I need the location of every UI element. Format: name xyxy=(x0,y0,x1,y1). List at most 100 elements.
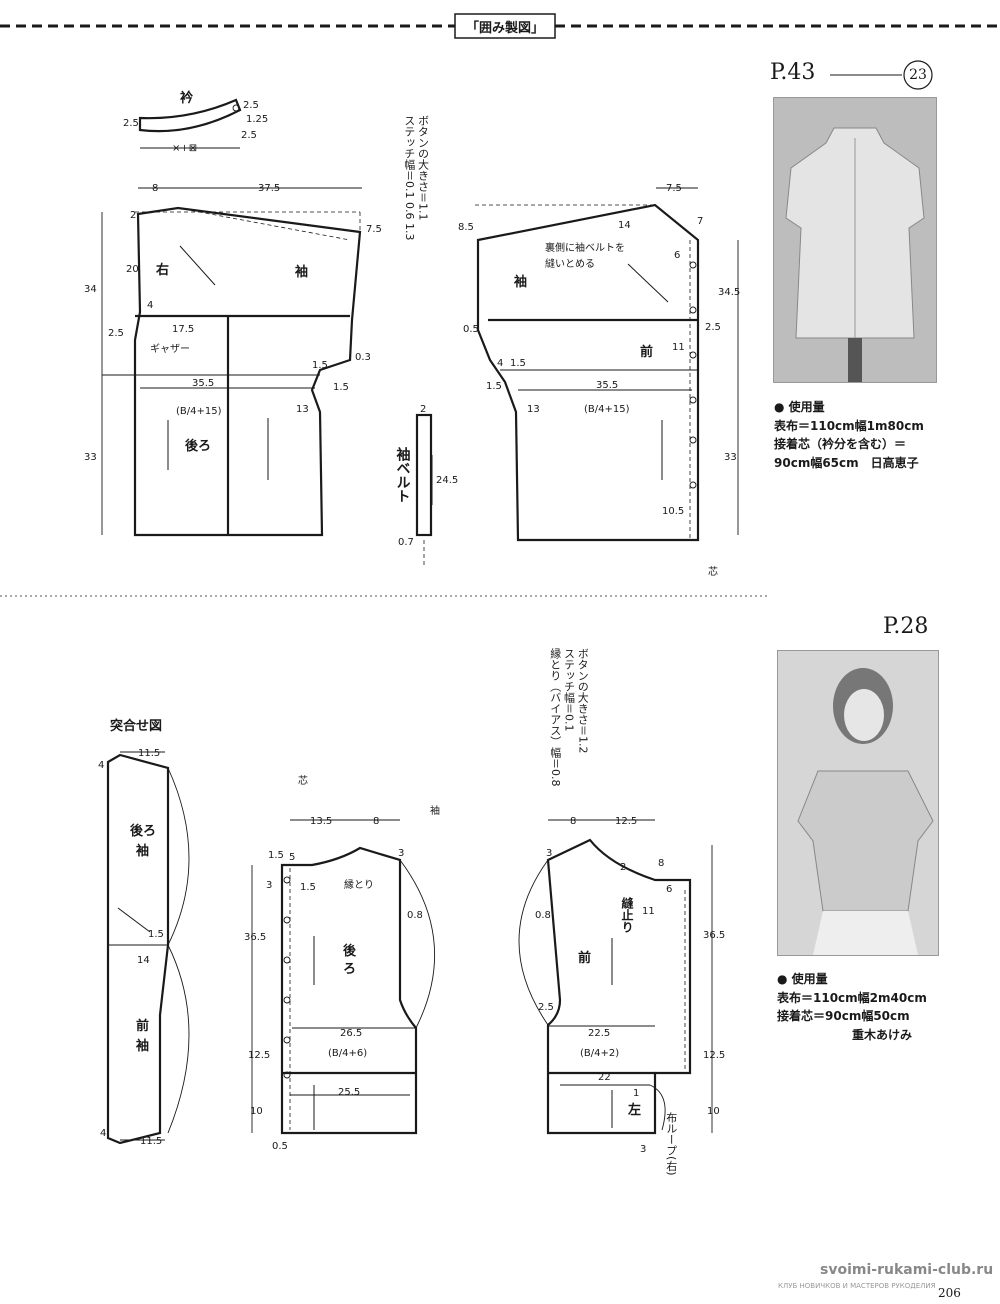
svg-text:33: 33 xyxy=(724,452,737,463)
note-inner-2: 縫いとめる xyxy=(545,257,595,270)
svg-text:12.5: 12.5 xyxy=(615,816,637,827)
label-front-b: 前 xyxy=(578,950,591,966)
svg-text:26.5: 26.5 xyxy=(340,1028,362,1039)
label-left: 左 xyxy=(628,1102,641,1118)
label-loop: 布ループ(右) xyxy=(664,1112,678,1176)
top-diagram: 衿 2.5 2.5 1.25 2.5 ×+⊠ 8 37.5 2 7.5 20 右… xyxy=(0,90,770,597)
bullet-icon: ● xyxy=(774,400,789,414)
svg-text:11: 11 xyxy=(642,906,655,917)
svg-text:13: 13 xyxy=(296,404,309,415)
svg-text:(B/4+15): (B/4+15) xyxy=(176,406,222,417)
watermark-sub: КЛУБ НОВИЧКОВ И МАСТЕРОВ РУКОДЕЛИЯ xyxy=(778,1282,936,1290)
header-band xyxy=(0,13,1000,39)
svg-text:2.5: 2.5 xyxy=(243,100,259,111)
header-title: 「囲み製図」 xyxy=(465,21,544,36)
label-interfacing-b: 芯 xyxy=(298,774,308,787)
watermark: svoimi-rukami-club.ru xyxy=(820,1262,994,1278)
label-back-sleeve-2: 袖 xyxy=(136,843,149,859)
label-back-b2: ろ xyxy=(343,962,356,977)
svg-text:35.5: 35.5 xyxy=(192,378,214,389)
svg-text:0.8: 0.8 xyxy=(407,910,423,921)
svg-text:4: 4 xyxy=(100,1128,106,1139)
svg-text:14: 14 xyxy=(618,220,631,231)
label-binding: 縁とり xyxy=(344,878,374,891)
label-sleeve: 袖 xyxy=(295,264,308,280)
label-stitch-stop: 縫止り xyxy=(620,897,634,933)
svg-text:4: 4 xyxy=(98,760,104,771)
svg-text:20: 20 xyxy=(126,264,139,275)
svg-text:2: 2 xyxy=(620,862,626,873)
svg-text:36.5: 36.5 xyxy=(244,932,266,943)
svg-text:10: 10 xyxy=(250,1106,263,1117)
bullet-icon-2: ● xyxy=(777,972,792,986)
svg-text:1.5: 1.5 xyxy=(486,381,502,392)
label-front-sleeve-1: 前 xyxy=(136,1018,149,1034)
photo-blouse xyxy=(773,97,937,383)
svg-text:1.5: 1.5 xyxy=(312,360,328,371)
svg-text:8: 8 xyxy=(373,816,379,827)
svg-text:36.5: 36.5 xyxy=(703,930,725,941)
label-matching: 突合せ図 xyxy=(110,718,162,734)
bottom-materials: ● 使用量 表布＝110cm幅2m40cm 接着芯＝90cm幅50cm 重木あけ… xyxy=(777,972,927,1042)
svg-text:7.5: 7.5 xyxy=(366,224,382,235)
svg-text:0.7: 0.7 xyxy=(398,537,414,548)
svg-text:3: 3 xyxy=(266,880,272,891)
svg-text:11: 11 xyxy=(672,342,685,353)
svg-text:13.5: 13.5 xyxy=(310,816,332,827)
svg-text:13: 13 xyxy=(527,404,540,415)
top-page-ref: P.43 xyxy=(770,60,816,85)
woman-illustration xyxy=(778,651,938,955)
svg-text:×+⊠: ×+⊠ xyxy=(172,143,197,154)
svg-text:7.5: 7.5 xyxy=(666,183,682,194)
svg-text:0.5: 0.5 xyxy=(272,1141,288,1152)
svg-text:37.5: 37.5 xyxy=(258,183,280,194)
svg-text:0.5: 0.5 xyxy=(463,324,479,335)
label-back-b1: 後 xyxy=(343,943,357,959)
svg-text:8: 8 xyxy=(658,858,664,869)
svg-text:11.5: 11.5 xyxy=(138,748,160,759)
svg-text:6: 6 xyxy=(674,250,680,261)
svg-text:4: 4 xyxy=(497,358,503,369)
svg-text:11.5: 11.5 xyxy=(140,1136,162,1147)
svg-text:10.5: 10.5 xyxy=(662,506,684,517)
svg-text:34: 34 xyxy=(84,284,97,295)
svg-text:2.5: 2.5 xyxy=(108,328,124,339)
svg-text:3: 3 xyxy=(546,848,552,859)
svg-text:12.5: 12.5 xyxy=(248,1050,270,1061)
svg-text:34.5: 34.5 xyxy=(718,287,740,298)
svg-text:3: 3 xyxy=(640,1144,646,1155)
svg-text:(B/4+2): (B/4+2) xyxy=(580,1048,619,1059)
label-sleeve-b: 袖 xyxy=(430,804,440,817)
bottom-diagram: 突合せ図 11.5 4 後ろ 袖 1.5 14 前 袖 4 11.5 芯 袖 1… xyxy=(98,718,725,1155)
svg-text:1.5: 1.5 xyxy=(510,358,526,369)
svg-text:1.5: 1.5 xyxy=(333,382,349,393)
svg-text:2.5: 2.5 xyxy=(538,1002,554,1013)
svg-text:(B/4+15): (B/4+15) xyxy=(584,404,630,415)
label-back-sleeve-1: 後ろ xyxy=(130,823,156,839)
label-collar: 衿 xyxy=(180,90,193,106)
svg-text:22: 22 xyxy=(598,1072,611,1083)
svg-text:0.3: 0.3 xyxy=(355,352,371,363)
svg-text:(B/4+6): (B/4+6) xyxy=(328,1048,367,1059)
svg-text:1.5: 1.5 xyxy=(268,850,284,861)
svg-text:8: 8 xyxy=(570,816,576,827)
label-gather: ギャザー xyxy=(150,343,190,355)
svg-text:22.5: 22.5 xyxy=(588,1028,610,1039)
svg-text:2.5: 2.5 xyxy=(123,118,139,129)
svg-text:3: 3 xyxy=(398,848,404,859)
label-sleeve-front: 袖 xyxy=(514,274,527,290)
svg-text:5: 5 xyxy=(289,852,295,863)
blouse-illustration xyxy=(774,98,936,382)
svg-text:8: 8 xyxy=(152,183,158,194)
label-front-sleeve-2: 袖 xyxy=(136,1038,149,1054)
svg-text:14: 14 xyxy=(137,955,150,966)
top-number: 23 xyxy=(909,67,927,83)
svg-text:6: 6 xyxy=(666,884,672,895)
svg-text:24.5: 24.5 xyxy=(436,475,458,486)
svg-text:25.5: 25.5 xyxy=(338,1087,360,1098)
label-interfacing: 芯 xyxy=(708,565,718,578)
svg-text:2: 2 xyxy=(130,210,136,221)
svg-text:17.5: 17.5 xyxy=(172,324,194,335)
